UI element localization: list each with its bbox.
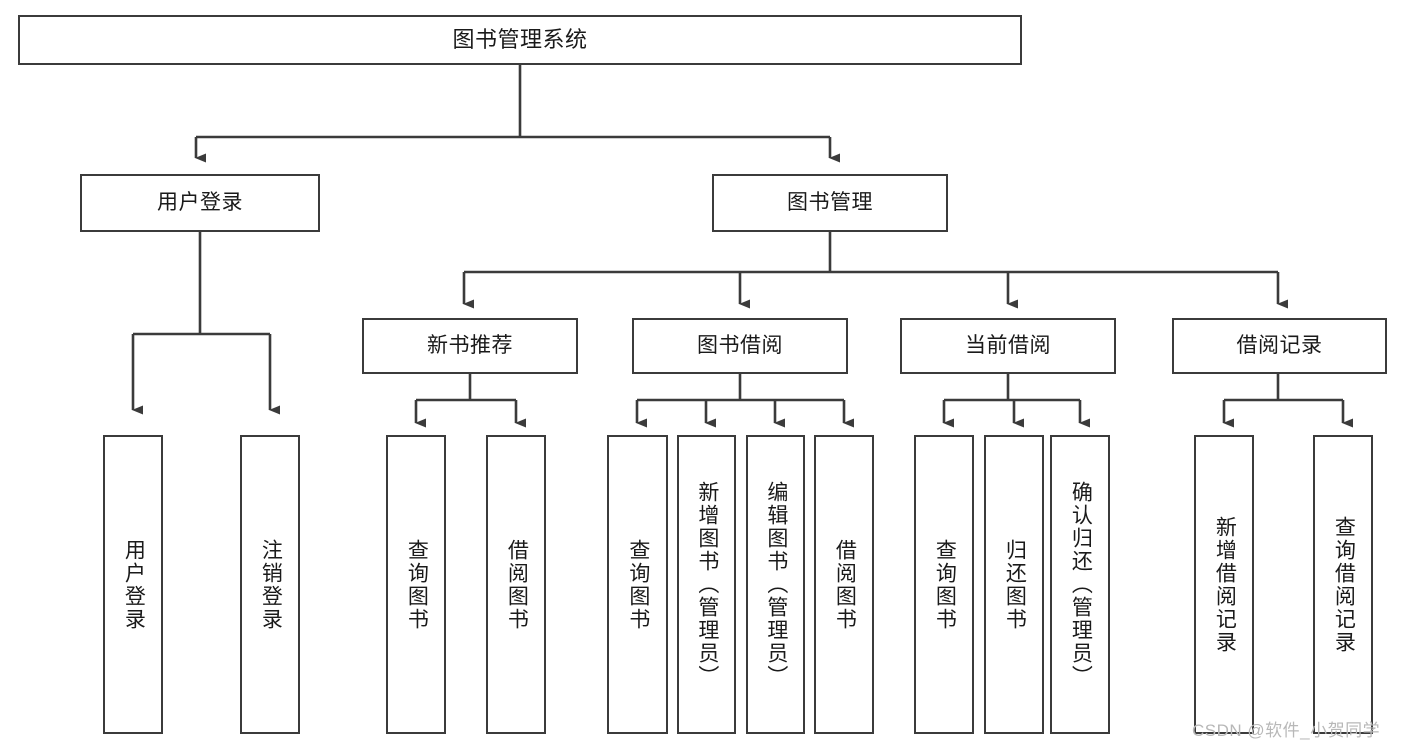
watermark-text: CSDN @软件_小贺同学 — [1192, 721, 1381, 740]
node-label: 用户登录 — [122, 538, 146, 631]
leaf-current-return-book[interactable]: 归还图书 — [984, 435, 1044, 734]
node-label: 确认归还（管理员） — [1069, 481, 1093, 688]
node-label: 图书管理系统 — [452, 27, 588, 53]
node-book-borrow[interactable]: 图书借阅 — [632, 318, 848, 374]
node-book-management[interactable]: 图书管理 — [712, 174, 948, 232]
node-label: 编辑图书（管理员） — [764, 481, 788, 688]
node-label: 借阅记录 — [1236, 333, 1323, 357]
node-new-book-recommend[interactable]: 新书推荐 — [362, 318, 578, 374]
leaf-borrow-query-book[interactable]: 查询图书 — [607, 435, 668, 734]
node-label: 查询图书 — [405, 538, 429, 631]
node-borrow-records[interactable]: 借阅记录 — [1172, 318, 1387, 374]
node-label: 图书管理 — [787, 190, 873, 214]
node-label: 查询借阅记录 — [1332, 515, 1356, 654]
node-label: 新增借阅记录 — [1213, 515, 1237, 654]
leaf-borrow-add-book-admin[interactable]: 新增图书（管理员） — [677, 435, 736, 734]
leaf-new-book-borrow[interactable]: 借阅图书 — [486, 435, 546, 734]
leaf-user-login[interactable]: 用户登录 — [103, 435, 163, 734]
node-label: 查询图书 — [626, 538, 650, 631]
node-root-system[interactable]: 图书管理系统 — [18, 15, 1022, 65]
node-label: 借阅图书 — [505, 538, 529, 631]
leaf-current-confirm-return-admin[interactable]: 确认归还（管理员） — [1050, 435, 1110, 734]
leaf-records-add-record[interactable]: 新增借阅记录 — [1194, 435, 1254, 734]
node-label: 新书推荐 — [427, 333, 513, 357]
node-label: 归还图书 — [1003, 538, 1027, 631]
node-label: 新增图书（管理员） — [695, 481, 719, 688]
node-label: 注销登录 — [259, 538, 283, 631]
node-label: 用户登录 — [157, 190, 243, 214]
node-current-borrow[interactable]: 当前借阅 — [900, 318, 1116, 374]
node-label: 图书借阅 — [697, 333, 783, 357]
leaf-borrow-edit-book-admin[interactable]: 编辑图书（管理员） — [746, 435, 805, 734]
node-label: 查询图书 — [933, 538, 957, 631]
leaf-borrow-borrow-book[interactable]: 借阅图书 — [814, 435, 874, 734]
node-label: 当前借阅 — [965, 333, 1051, 357]
node-user-login[interactable]: 用户登录 — [80, 174, 320, 232]
node-label: 借阅图书 — [833, 538, 857, 631]
leaf-current-query-book[interactable]: 查询图书 — [914, 435, 974, 734]
leaf-user-logout[interactable]: 注销登录 — [240, 435, 300, 734]
leaf-records-query-record[interactable]: 查询借阅记录 — [1313, 435, 1373, 734]
leaf-new-book-query[interactable]: 查询图书 — [386, 435, 446, 734]
